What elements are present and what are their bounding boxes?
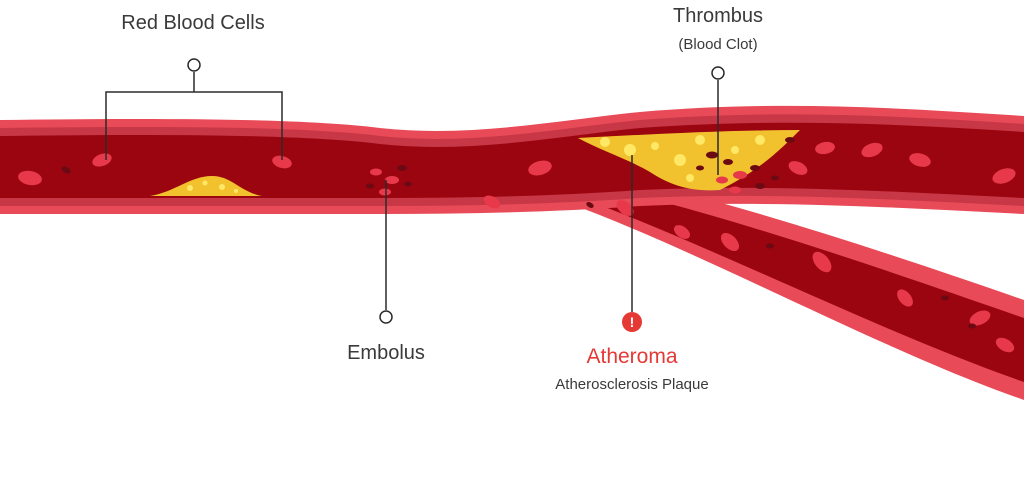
red-blood-cell xyxy=(992,168,1016,184)
embolus-label: Embolus xyxy=(347,342,425,364)
atheroma-sublabel: Atherosclerosis Plaque xyxy=(555,376,709,393)
clot-cell xyxy=(723,159,733,165)
red-blood-cell xyxy=(483,195,501,209)
clot-cell xyxy=(733,171,747,179)
red-blood-cell xyxy=(528,160,552,176)
atheroma-label: Atheroma xyxy=(586,345,678,368)
exclamation-circle-icon: ! xyxy=(622,312,642,332)
embolus-cell xyxy=(379,188,391,196)
red-blood-cells xyxy=(18,141,1016,353)
warning-icon-glyph: ! xyxy=(630,314,635,330)
thrombus-sublabel: (Blood Clot) xyxy=(678,36,758,53)
platelet xyxy=(766,243,774,249)
red-blood-cell xyxy=(92,153,112,167)
red-blood-cell xyxy=(720,232,740,252)
red-blood-cell xyxy=(969,310,991,326)
red-blood-cell xyxy=(861,142,883,158)
small-plaque-speck xyxy=(219,184,225,190)
small-plaque-speck xyxy=(202,180,208,186)
embolus-cell xyxy=(404,181,412,187)
embolus-cell xyxy=(370,168,382,176)
rbc-leader-dot xyxy=(187,58,201,72)
small-plaque-speck xyxy=(234,189,238,193)
platelet xyxy=(61,166,71,174)
embolus-cell xyxy=(397,165,407,171)
red-blood-cell xyxy=(909,153,931,167)
leader-lines xyxy=(105,58,725,324)
red-blood-cells-label: Red Blood Cells xyxy=(121,12,265,34)
red-blood-cell xyxy=(673,225,691,239)
red-blood-cell xyxy=(812,251,832,273)
thrombus-clot xyxy=(696,137,795,194)
embolus-leader-dot xyxy=(379,310,393,324)
thrombus-label: Thrombus xyxy=(672,5,764,27)
atheroma-speck xyxy=(651,142,659,150)
red-blood-cell xyxy=(815,141,835,155)
embolus-cluster xyxy=(366,165,412,196)
small-plaque-speck xyxy=(187,185,193,191)
red-blood-cell xyxy=(788,161,808,175)
embolus-cell xyxy=(366,183,374,189)
rbc-bracket-line xyxy=(105,72,283,160)
clot-cell xyxy=(750,165,760,171)
atheroma-speck xyxy=(755,135,765,145)
atheroma-speck xyxy=(600,137,610,147)
atheroma-speck xyxy=(731,146,739,154)
red-blood-cell xyxy=(616,200,634,216)
clot-cell xyxy=(755,183,765,189)
atheroma-speck xyxy=(674,154,686,166)
main-vessel xyxy=(0,105,1024,214)
platelet xyxy=(941,295,949,301)
platelet xyxy=(586,202,594,208)
atheroma-speck xyxy=(624,144,636,156)
clot-cell xyxy=(696,165,704,171)
embolus-cell xyxy=(385,176,399,184)
small-plaque xyxy=(150,176,262,196)
clot-cell xyxy=(771,175,779,181)
red-blood-cell xyxy=(272,155,292,169)
red-blood-cell xyxy=(897,289,913,307)
red-blood-cell xyxy=(995,337,1015,353)
atheroma-speck xyxy=(686,174,694,182)
clot-cell xyxy=(706,151,718,159)
red-blood-cell xyxy=(18,170,42,186)
clot-cell xyxy=(785,137,795,143)
clot-cell xyxy=(716,176,728,184)
atheroma-speck xyxy=(695,135,705,145)
thrombus-leader-dot xyxy=(711,66,725,80)
platelet xyxy=(968,323,976,329)
warning-icon-circle xyxy=(622,312,642,332)
clot-cell xyxy=(729,186,741,194)
